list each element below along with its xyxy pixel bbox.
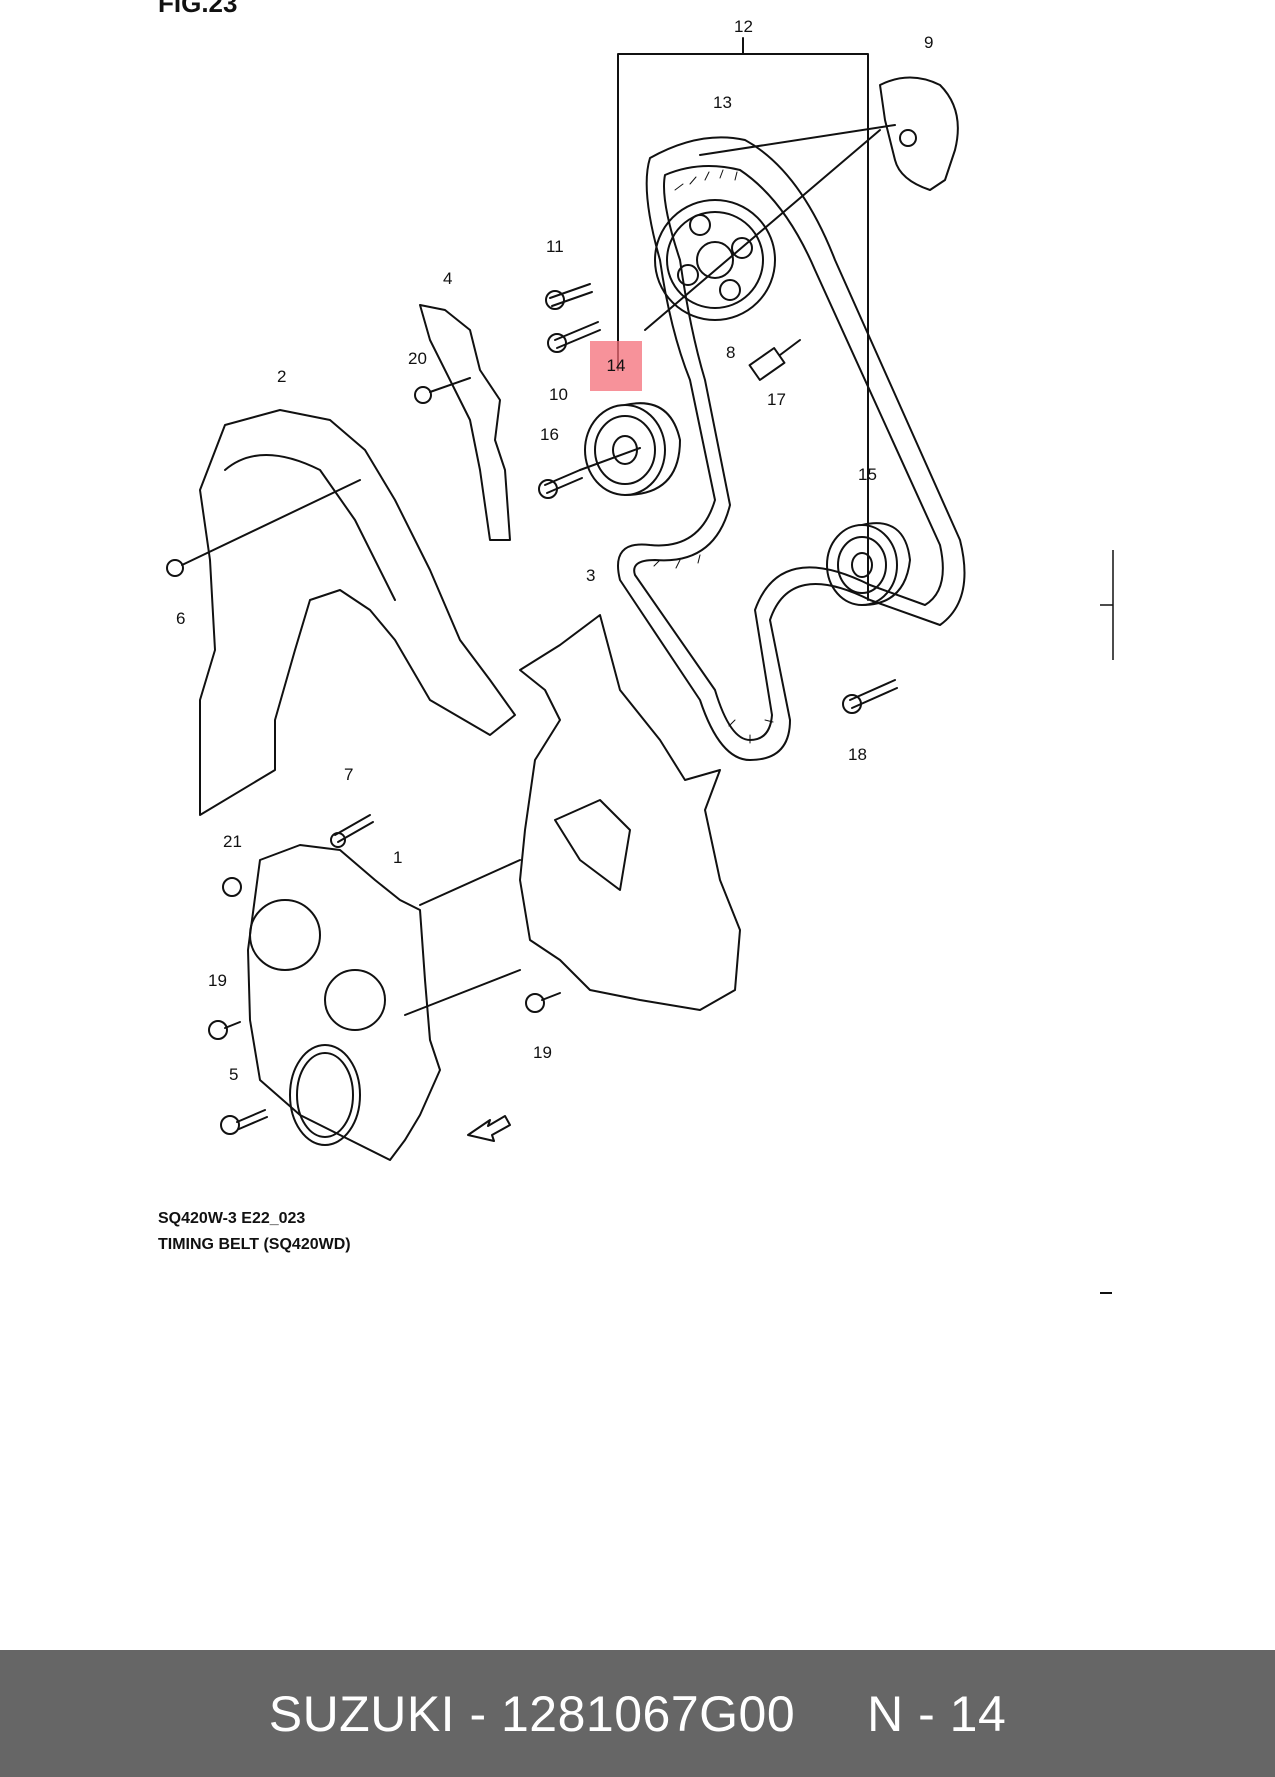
callout-9: 9: [924, 33, 933, 52]
callout-20: 20: [408, 349, 427, 368]
bolt-10: [547, 321, 601, 353]
timing-belt-inner: [633, 165, 944, 741]
callout-10: 10: [549, 385, 568, 404]
bolt-11: [545, 283, 593, 310]
callout-13: 13: [713, 93, 732, 112]
lower-cover-3: [519, 614, 741, 1011]
bolt-5: [220, 1109, 268, 1135]
cover-1: [247, 844, 441, 1161]
part-9-plate: [879, 76, 959, 191]
figure-title: TIMING BELT (SQ420WD): [158, 1236, 351, 1253]
figure-code: SQ420W-3 E22_023: [158, 1210, 306, 1227]
upper-cover-2: [199, 409, 516, 816]
bolt-19b: [525, 992, 561, 1013]
tensioner-pulley: [584, 404, 666, 496]
bolt-19a: [208, 1020, 241, 1040]
camshaft-pulley: [654, 199, 776, 321]
callout-3: 3: [586, 566, 595, 585]
callout-5: 5: [229, 1065, 238, 1084]
bolt-6: [166, 479, 361, 577]
timing-belt-diagram: 12 13 9 11 4 10 8 20 2 17 16 15 6 3 18 7…: [166, 17, 1114, 1294]
nut-21: [222, 877, 242, 897]
bracket-12: [617, 37, 869, 601]
bolt-16: [538, 469, 583, 499]
stud-7: [330, 814, 374, 848]
highlighted-callout-14[interactable]: 14: [590, 341, 642, 391]
footer-bar: SUZUKI - 1281067G00 N - 14: [0, 1650, 1275, 1777]
bolt-20: [414, 377, 471, 404]
callout-11: 11: [546, 237, 564, 256]
callout-12: 12: [734, 17, 753, 36]
bolt-18: [842, 679, 898, 714]
callout-7: 7: [344, 765, 353, 784]
callout-15: 15: [858, 465, 877, 484]
callout-17: 17: [767, 390, 786, 409]
callout-8: 8: [726, 343, 735, 362]
bracket-4: [419, 304, 511, 541]
callout-21: 21: [223, 832, 242, 851]
callout-4: 4: [443, 269, 452, 288]
figure-label: FIG.23: [158, 0, 238, 18]
callout-19a: 19: [208, 971, 227, 990]
timing-belt: [617, 136, 966, 761]
callout-6: 6: [176, 609, 185, 628]
footer-part-label: SUZUKI - 1281067G00 N - 14: [268, 1685, 1007, 1742]
stud-17: [748, 339, 801, 381]
callout-19b: 19: [533, 1043, 552, 1062]
callout-16: 16: [540, 425, 559, 444]
callout-18: 18: [848, 745, 867, 764]
callout-1: 1: [393, 848, 402, 867]
fwd-arrow-icon: [467, 1115, 511, 1142]
callout-2: 2: [277, 367, 286, 386]
